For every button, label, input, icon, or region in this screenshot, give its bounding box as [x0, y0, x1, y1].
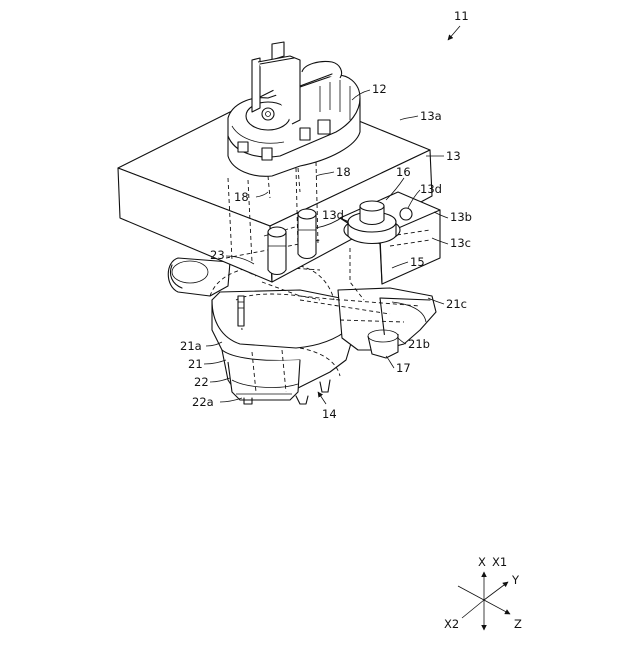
- label-11: 11: [454, 9, 469, 23]
- axis-x-label: X: [478, 555, 486, 569]
- label-21: 21: [188, 357, 203, 371]
- axis-z-label: Z: [514, 617, 522, 631]
- label-21a: 21a: [180, 339, 202, 353]
- axis-compass: X X1 Y X2 Z: [444, 555, 522, 631]
- label-13a: 13a: [420, 109, 442, 123]
- label-12: 12: [372, 82, 387, 96]
- label-17: 17: [396, 361, 411, 375]
- motor-housing: [212, 290, 352, 404]
- label-22: 22: [194, 375, 209, 389]
- label-21b: 21b: [408, 337, 430, 351]
- label-16: 16: [396, 165, 411, 179]
- label-13c: 13c: [450, 236, 471, 250]
- label-14: 14: [322, 407, 337, 421]
- label-13b: 13b: [450, 210, 472, 224]
- label-18-left: 18: [234, 190, 249, 204]
- label-23: 23: [210, 248, 225, 262]
- axis-y-label: Y: [511, 573, 520, 587]
- label-21c: 21c: [446, 297, 467, 311]
- motor-flange: [168, 258, 230, 296]
- axis-x1-label: X1: [492, 555, 507, 569]
- label-18-right: 18: [336, 165, 351, 179]
- label-22a: 22a: [192, 395, 214, 409]
- label-13: 13: [446, 149, 461, 163]
- terminal-pin: [238, 296, 244, 326]
- label-13d-left: 13d: [322, 208, 344, 222]
- axis-x2-label: X2: [444, 617, 459, 631]
- label-15: 15: [410, 255, 425, 269]
- label-13d-right: 13d: [420, 182, 442, 196]
